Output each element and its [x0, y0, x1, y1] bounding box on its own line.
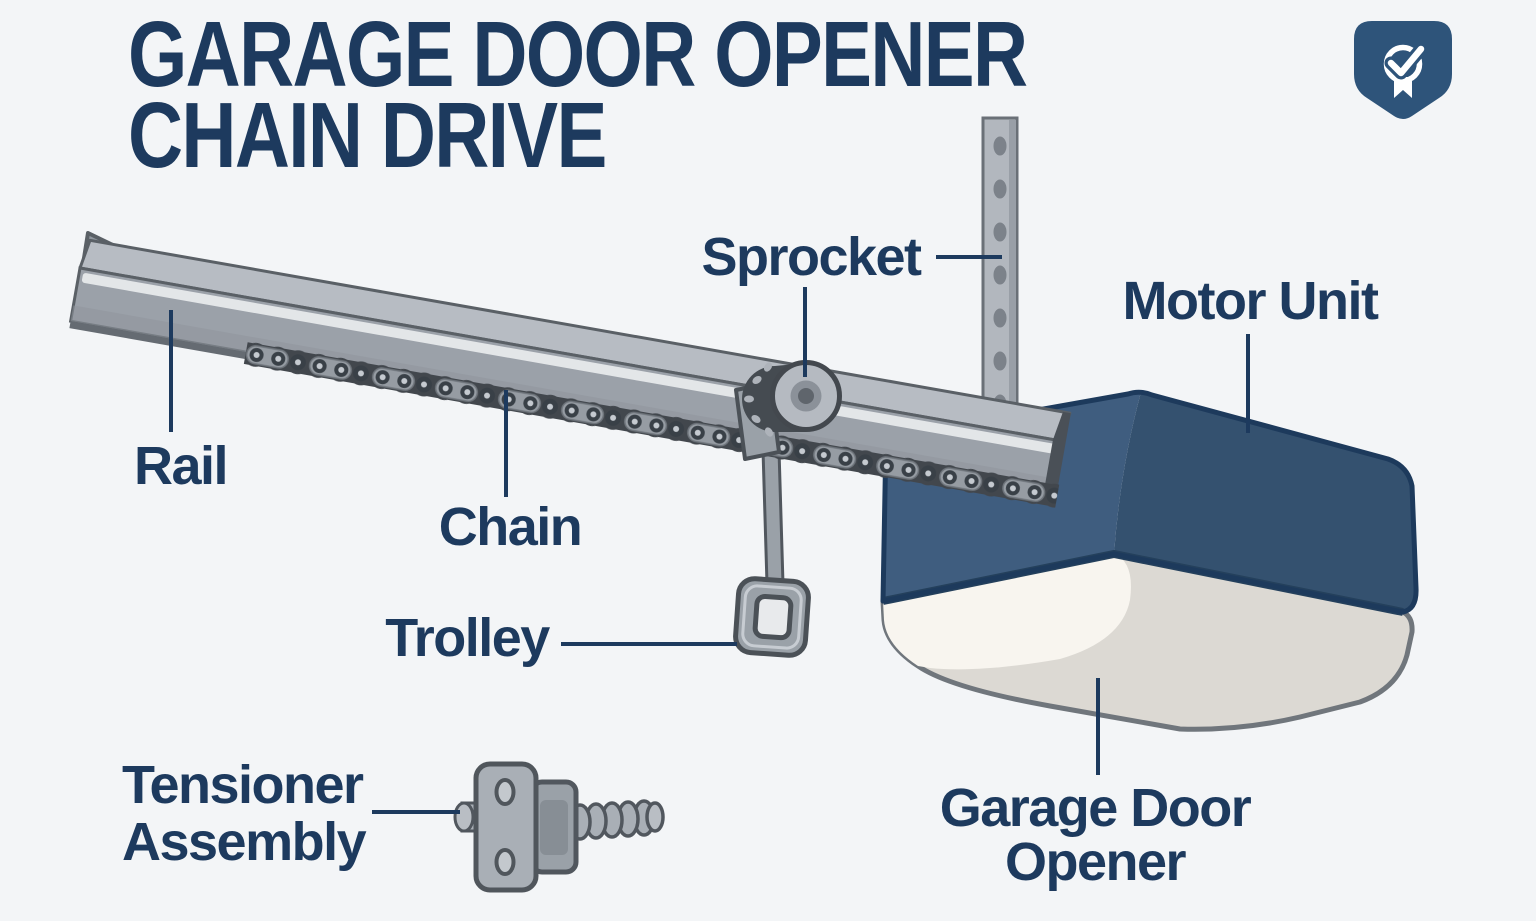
page-title-line1: GARAGE DOOR OPENER [128, 2, 1028, 106]
rail-graphic [68, 238, 1072, 518]
label-sprocket: Sprocket [701, 227, 922, 287]
label-garage-door-opener: Garage Door Opener [939, 778, 1252, 892]
label-tensioner-line1: Tensioner [122, 755, 364, 815]
motor-unit-graphic [880, 389, 1419, 732]
label-rail: Rail [134, 436, 229, 496]
label-tensioner-line2: Assembly [122, 812, 367, 872]
chain-graphic [241, 331, 1062, 518]
label-tensioner-assembly: Tensioner Assembly [122, 755, 367, 872]
label-trolley: Trolley [385, 608, 550, 668]
tensioner-assembly-graphic [453, 761, 665, 893]
label-garage-door-opener-line1: Garage Door [939, 778, 1252, 838]
leader-lines [169, 255, 1250, 814]
mounting-strap-graphic [981, 116, 1019, 434]
badge-check-icon [1354, 21, 1452, 119]
page-title: GARAGE DOOR OPENER CHAIN DRIVE [128, 2, 1028, 187]
trolley-graphic [733, 448, 811, 658]
page-title-line2: CHAIN DRIVE [128, 83, 607, 187]
sprocket-graphic [734, 360, 842, 461]
label-motor-unit: Motor Unit [1122, 271, 1379, 331]
label-chain: Chain [438, 497, 583, 557]
label-garage-door-opener-line2: Opener [1004, 832, 1187, 892]
